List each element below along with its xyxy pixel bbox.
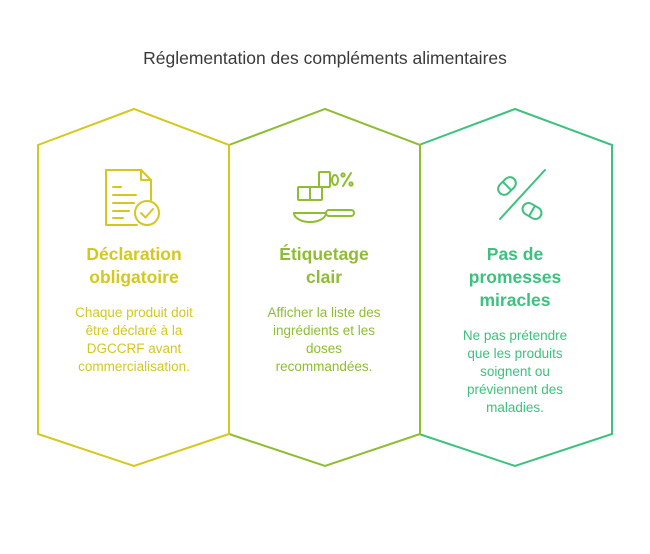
no-pills-icon [497,169,546,220]
card-description: Chaque produit doit être déclaré à la DG… [75,305,193,374]
card-description: Afficher la liste des ingrédients et les… [267,305,381,374]
card-1-outline [37,107,230,468]
card-promesses: Pas de promesses miracles Ne pas prétend… [429,243,601,417]
card-heading: Déclaration obligatoire [86,244,182,287]
diagram-title: Réglementation des compléments alimentai… [143,48,507,68]
card-etiquetage: Étiquetage clair Afficher la liste des i… [238,243,410,376]
card-description: Ne pas prétendre que les produits soigne… [462,328,568,415]
card-heading: Pas de promesses miracles [468,244,562,310]
scale-percent-icon [293,171,355,223]
card-declaration: Déclaration obligatoire Chaque produit d… [48,243,220,376]
card-heading: Étiquetage clair [279,244,369,287]
document-check-icon [105,169,160,226]
